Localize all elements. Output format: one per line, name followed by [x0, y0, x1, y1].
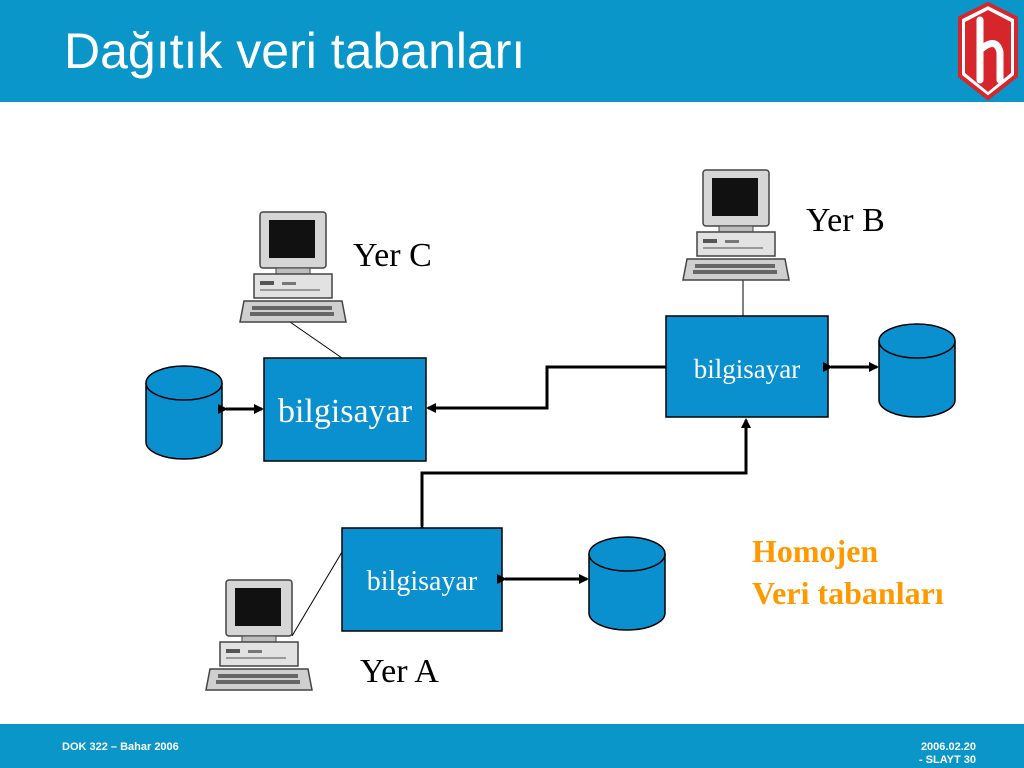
node-box-site-c	[263, 357, 427, 462]
arrow-a-to-b	[417, 418, 751, 534]
footer-course-label: DOK 322 – Bahar 2006	[62, 741, 179, 753]
homogeneous-db-note: Homojen Veri tabanları	[752, 530, 944, 614]
database-icon-site-c	[145, 365, 223, 460]
computer-icon-site-b	[682, 169, 790, 281]
node-label-site-c: bilgisayar	[278, 393, 413, 430]
computer-icon-site-a	[205, 579, 313, 691]
node-box-site-a	[341, 527, 503, 632]
node-label-site-b: bilgisayar	[694, 354, 800, 384]
node-label-site-a: bilgisayar	[367, 566, 478, 597]
hacettepe-h-logo	[958, 1, 1018, 101]
footer-date-slide: 2006.02.20 - SLAYT 30	[880, 741, 976, 767]
site-label-a: Yer A	[360, 653, 439, 690]
node-box-site-b	[665, 315, 829, 418]
note-line-1: Homojen	[752, 533, 879, 569]
database-icon-site-a	[588, 536, 666, 631]
site-a-link-line	[291, 551, 343, 637]
database-icon-site-b	[878, 323, 956, 418]
site-label-b: Yer B	[806, 202, 885, 239]
slide-title: Dağıtık veri tabanları	[64, 23, 526, 79]
computer-icon-site-c	[239, 211, 347, 323]
site-label-c: Yer C	[353, 237, 432, 274]
site-c-link-line	[289, 321, 343, 359]
slide-header: Dağıtık veri tabanları	[0, 0, 1024, 102]
slide-footer: DOK 322 – Bahar 2006 2006.02.20 - SLAYT …	[0, 724, 1024, 768]
arrow-b-to-c	[426, 365, 666, 413]
note-line-2: Veri tabanları	[752, 575, 944, 611]
footer-date: 2006.02.20	[920, 741, 976, 753]
footer-slide-number: - SLAYT 30	[918, 754, 976, 766]
